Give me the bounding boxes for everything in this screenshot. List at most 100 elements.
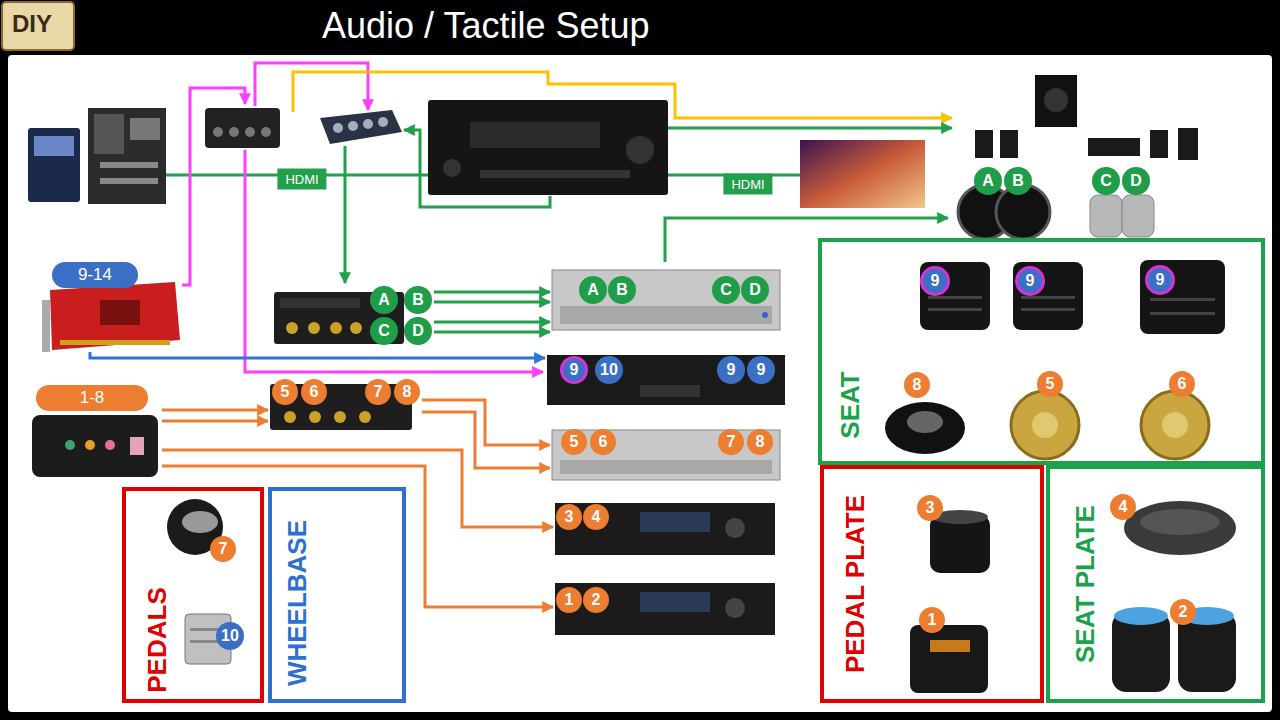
bass-shaker-illustration-part <box>1150 312 1215 315</box>
headphone-amp-illustration-part <box>261 127 271 137</box>
device-picture: 5678 <box>268 380 422 432</box>
callout-number: 5 <box>1037 371 1063 397</box>
callout-number: 3 <box>917 495 943 521</box>
callout-number: 5 <box>272 379 298 405</box>
speaker-set-illustration <box>975 75 1198 160</box>
group-box: SEAT999856 <box>818 238 1265 465</box>
motherboard-illustration-part <box>28 128 80 202</box>
device-picture: ABCD <box>550 262 782 336</box>
splitter-illustration-part <box>348 121 358 131</box>
speaker-set-illustration-part <box>1044 88 1068 112</box>
group-box: PEDALS710 <box>122 487 264 703</box>
device-picture: 6 <box>1133 370 1221 458</box>
signal-connector <box>422 400 550 445</box>
group-title: PEDAL PLATE <box>840 495 870 673</box>
group-box: WHEELBASE <box>268 487 406 703</box>
group-title: WHEELBASE <box>282 520 312 686</box>
headphone-amp-illustration-part <box>205 108 280 148</box>
speaker-set-illustration-part <box>1088 138 1140 156</box>
receiver-illustration-part <box>428 100 668 195</box>
shaker-illustration-part <box>1122 195 1154 237</box>
callout-number: 4 <box>1110 494 1136 520</box>
usb-soundcard-illustration-part <box>85 440 95 450</box>
device-picture: 9 <box>1133 252 1229 338</box>
signal-wire-part <box>245 150 543 372</box>
device-picture: 7 <box>158 493 240 563</box>
shaker-illustration-part <box>1090 195 1122 237</box>
splitter-illustration <box>320 110 402 144</box>
amplifier-illustration-part <box>640 512 710 532</box>
callout-number: 9 <box>747 356 775 384</box>
callout-number: 6 <box>301 379 327 405</box>
callout-number: 6 <box>1169 371 1195 397</box>
page-title: Audio / Tactile Setup <box>322 5 650 47</box>
callout-number: 9 <box>560 356 588 384</box>
callout-number: B <box>608 276 636 304</box>
callout-number: A <box>974 167 1002 195</box>
signal-wire <box>166 63 952 372</box>
callout-number: 8 <box>394 379 420 405</box>
motherboard-illustration-part <box>130 118 160 140</box>
amplifier-illustration-part <box>560 460 772 474</box>
mixer-illustration-part <box>350 322 362 334</box>
device-picture: 5 <box>1003 370 1091 458</box>
transducer-illustration-part <box>885 402 965 454</box>
transducer-illustration <box>167 391 1236 693</box>
receiver-illustration <box>428 100 668 195</box>
callout-number: B <box>1004 167 1032 195</box>
headphone-amp-illustration-part <box>229 127 239 137</box>
white-panel <box>8 55 1272 712</box>
soundcard-illustration <box>42 282 180 352</box>
logo-badge-part <box>2 2 74 50</box>
callout-number: 8 <box>904 372 930 398</box>
soundcard-illustration-part <box>50 282 180 350</box>
bass-shaker-illustration-part <box>1021 308 1075 311</box>
amplifier-illustration-part <box>725 598 745 618</box>
callout-number: A <box>579 276 607 304</box>
headphone-amp-illustration-part <box>213 127 223 137</box>
device-picture: 34 <box>553 500 777 557</box>
callout-number: 10 <box>216 622 244 650</box>
mixer-illustration-part <box>280 298 360 308</box>
motherboard-illustration <box>28 108 166 204</box>
callout-number: 9 <box>717 356 745 384</box>
signal-connector <box>90 352 545 358</box>
signal-connector <box>434 321 550 324</box>
signal-connector <box>434 331 550 334</box>
transducer-illustration-part <box>930 640 970 652</box>
transducer-illustration-part <box>1032 412 1058 438</box>
amplifier-illustration-part <box>547 355 785 405</box>
callout-number: 8 <box>747 429 773 455</box>
group-box: SEAT PLATE42 <box>1046 465 1265 703</box>
device-picture: 1 <box>900 605 995 697</box>
amplifier-illustration-part <box>560 306 772 324</box>
amplifier-illustration-part <box>552 270 780 330</box>
callout-number: B <box>404 286 432 314</box>
bass-shaker-illustration-part <box>1150 298 1215 301</box>
callout-number: 1 <box>919 607 945 633</box>
splitter-illustration-part <box>378 117 388 127</box>
bass-shaker-illustration-part <box>920 262 990 330</box>
group-title: SEAT PLATE <box>1070 505 1100 663</box>
transducer-illustration-part <box>1141 391 1209 459</box>
signal-wire-part <box>255 63 368 110</box>
callout-number: 3 <box>556 504 582 530</box>
signal-connector <box>162 420 268 423</box>
transducer-illustration-part <box>1011 391 1079 459</box>
bass-shaker-illustration-part <box>1013 262 1083 330</box>
device-picture: ABCD <box>272 285 434 347</box>
receiver-illustration-part <box>480 170 630 178</box>
splitter-illustration-part <box>333 123 343 133</box>
splitter-illustration-part <box>320 110 402 144</box>
transducer-illustration-part <box>1114 607 1168 625</box>
soundcard-illustration-part <box>60 340 170 345</box>
transducer-illustration-part <box>182 511 218 533</box>
tv-illustration <box>800 140 925 208</box>
device-picture: 1-8 <box>28 384 162 480</box>
speaker-set-illustration-part <box>1178 128 1198 160</box>
splitter-illustration-part <box>363 119 373 129</box>
group-title: SEAT <box>835 371 865 438</box>
bass-shaker-illustration-part <box>1021 296 1075 299</box>
bass-shaker-illustration-part <box>928 296 982 299</box>
logo-text: DIY <box>12 10 52 38</box>
